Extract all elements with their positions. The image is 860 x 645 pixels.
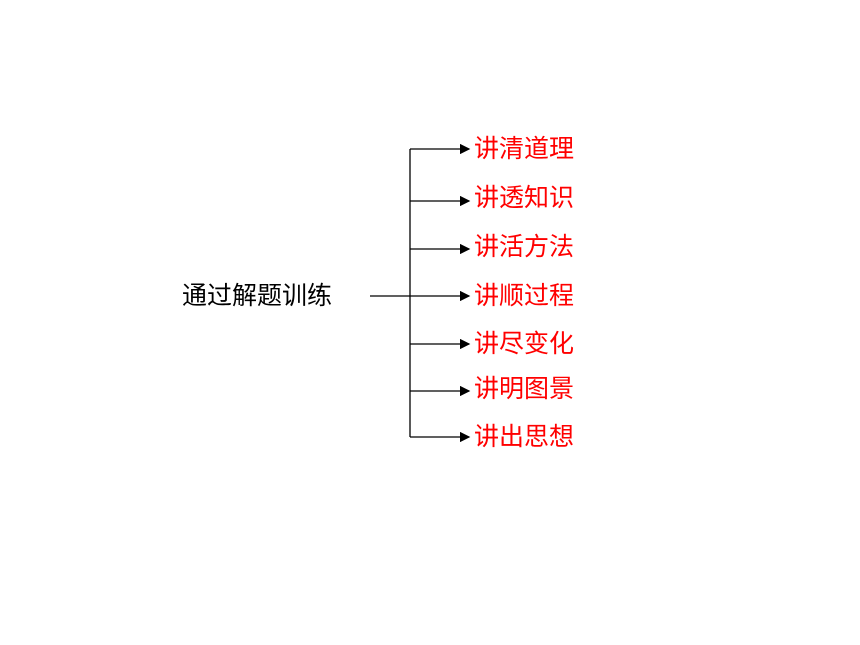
branch-label: 讲清道理 (474, 134, 575, 163)
root-label: 通过解题训练 (182, 281, 333, 310)
branch-label: 讲活方法 (474, 232, 575, 261)
branch-label: 讲尽变化 (474, 329, 575, 358)
branch-label: 讲透知识 (474, 183, 575, 212)
branch-label: 讲明图景 (474, 374, 575, 403)
branch-label: 讲顺过程 (474, 281, 575, 310)
branch-label: 讲出思想 (474, 422, 575, 451)
